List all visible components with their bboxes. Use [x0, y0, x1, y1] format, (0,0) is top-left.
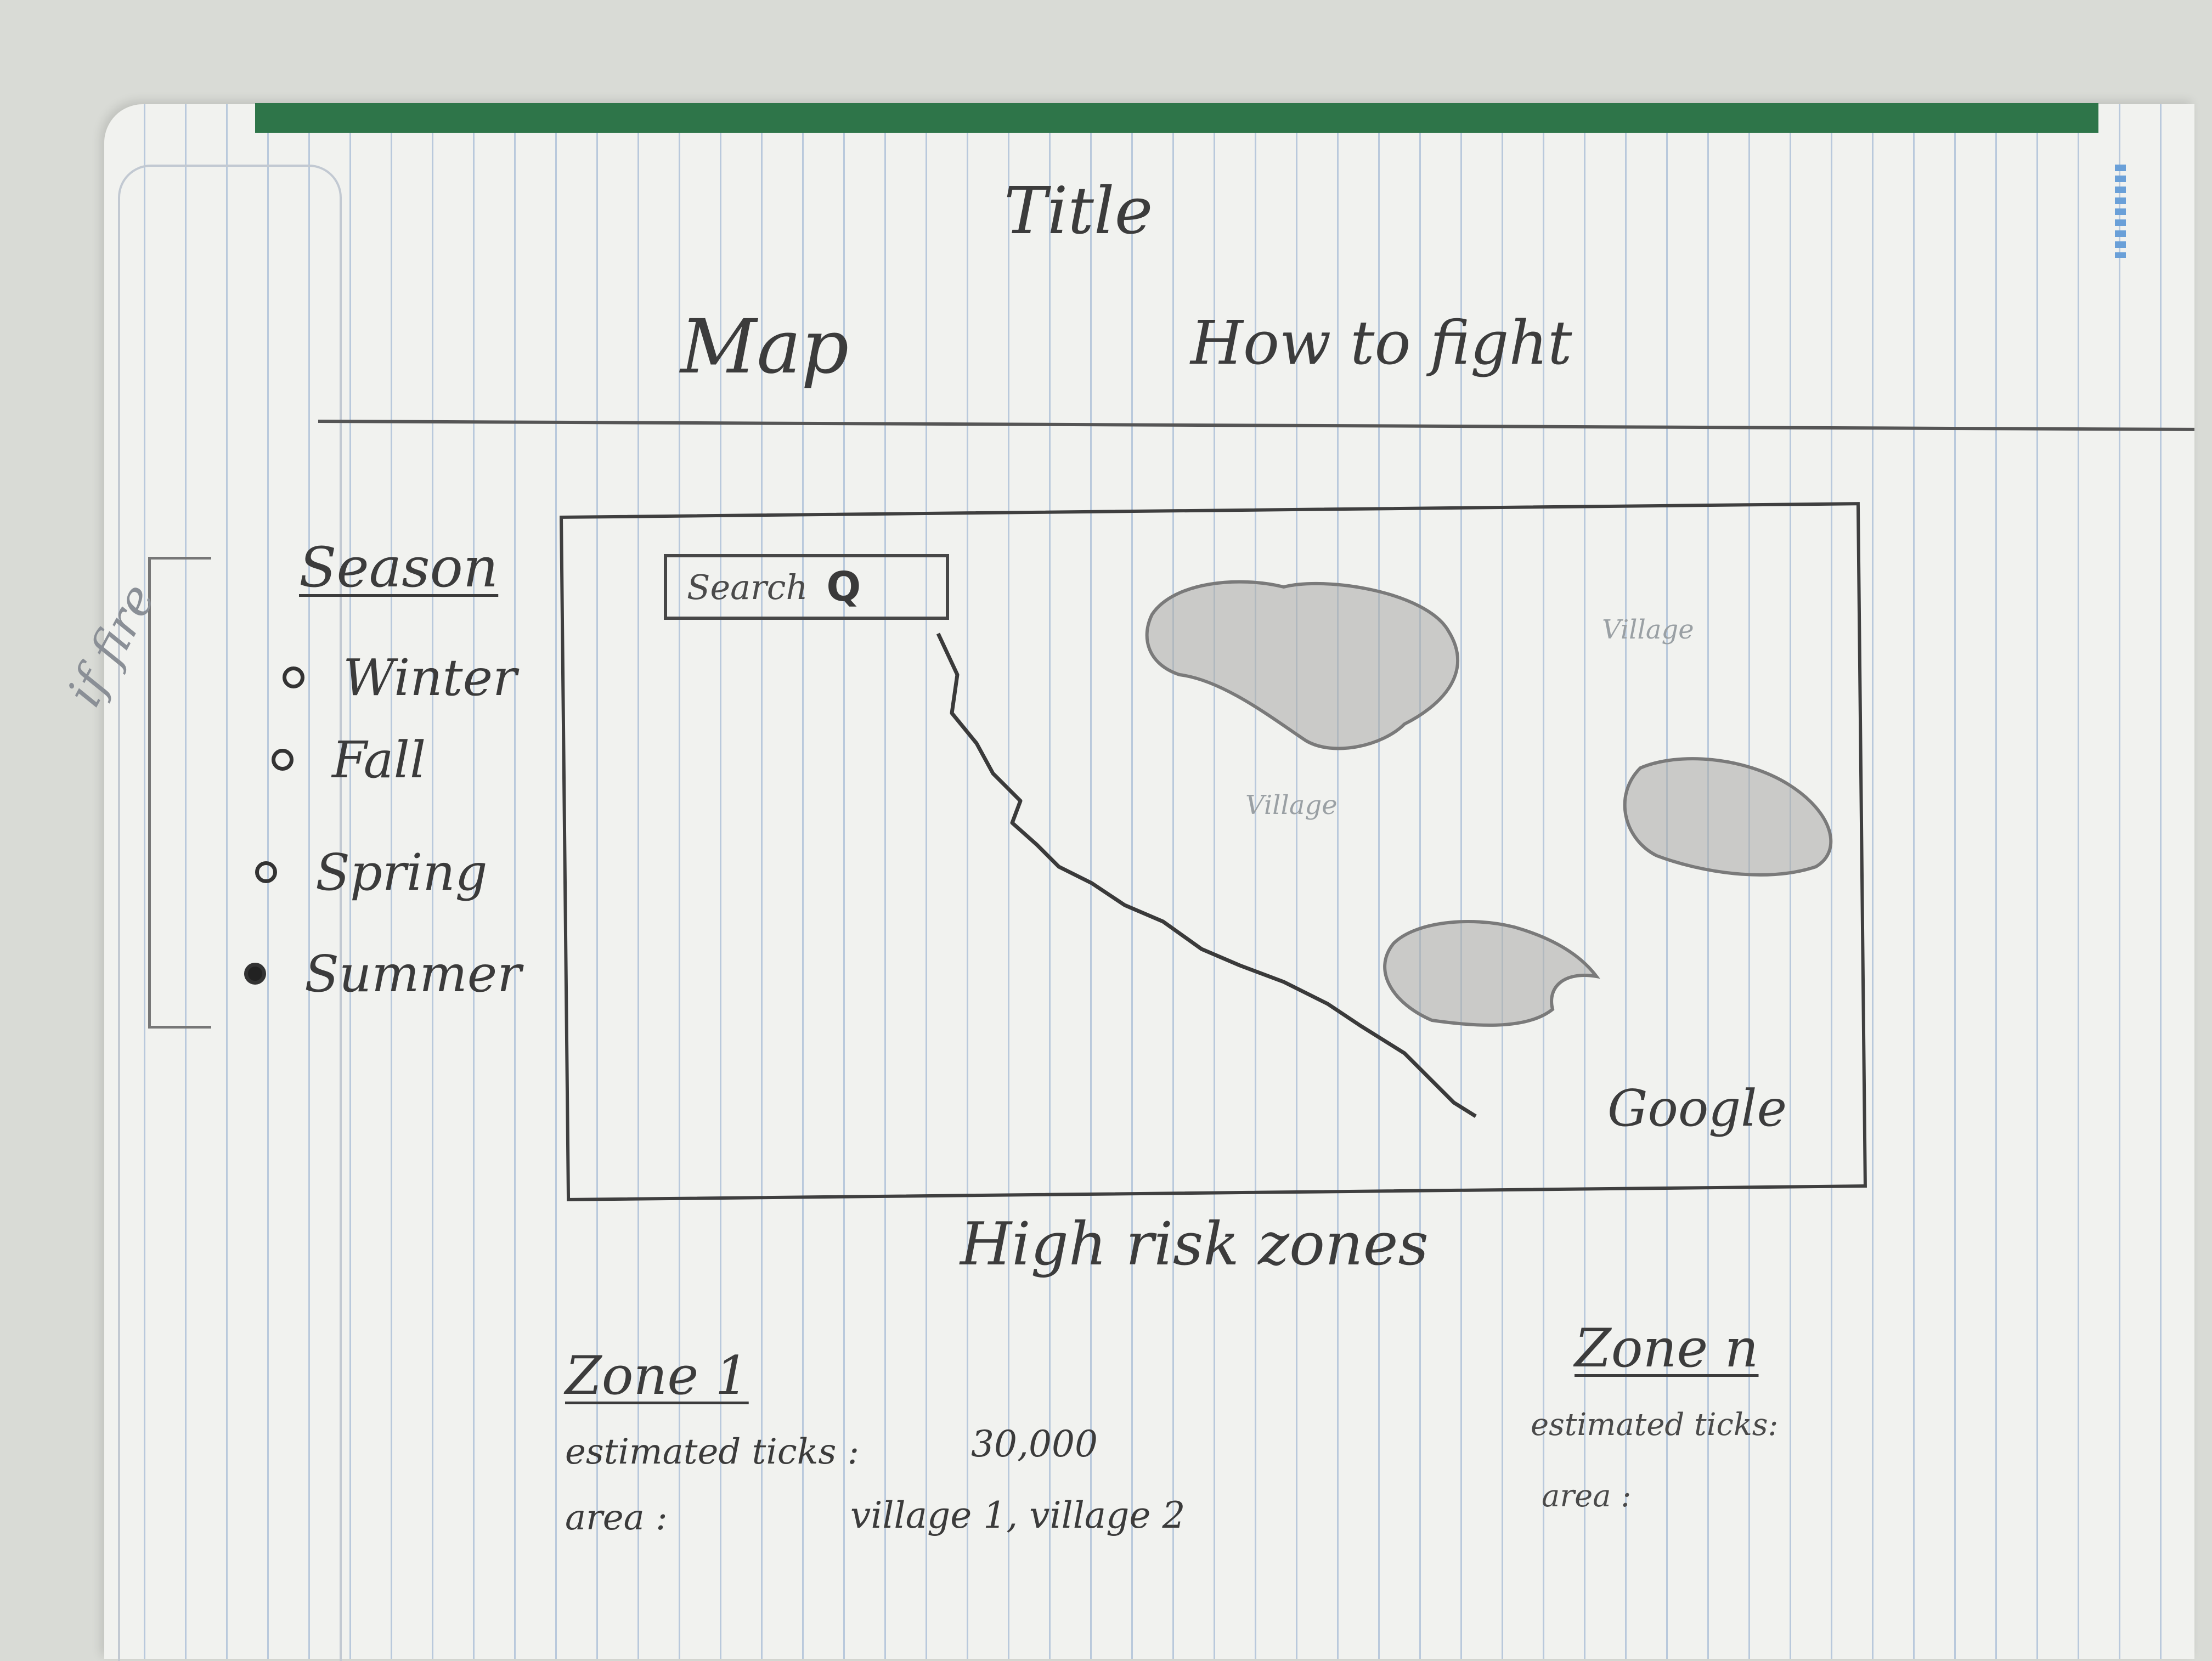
map-search-box[interactable]: Search Q [664, 554, 949, 620]
risk-zone-area-3[interactable] [1383, 920, 1600, 1027]
high-risk-zones-heading: High risk zones [960, 1210, 1429, 1279]
season-option-label: Fall [332, 730, 426, 789]
season-option-summer[interactable]: Summer [244, 944, 521, 1004]
page-spine [118, 165, 342, 1661]
zone-1-area-label: area : [565, 1498, 668, 1538]
risk-zone-area-2[interactable] [1623, 757, 1833, 877]
zone-n-area-label: area : [1542, 1478, 1632, 1514]
radio-button-selected[interactable] [244, 963, 266, 985]
risk-zone-area-1[interactable] [1145, 580, 1460, 750]
season-option-fall[interactable]: Fall [272, 730, 426, 790]
season-option-label: Spring [315, 843, 488, 902]
zone-1-area-value: village 1, village 2 [850, 1494, 1186, 1536]
radio-button[interactable] [255, 861, 277, 883]
search-icon[interactable]: Q [826, 563, 861, 611]
zone-n-ticks-label: estimated ticks: [1531, 1407, 1779, 1443]
zone-1-ticks-value: 30,000 [971, 1423, 1098, 1465]
radio-button[interactable] [272, 749, 294, 771]
search-label: Search [687, 567, 808, 607]
paper-brand-mark [2115, 165, 2126, 258]
radio-button[interactable] [283, 666, 304, 688]
season-heading: Season [299, 535, 499, 600]
tab-how-to-fight[interactable]: How to fight [1190, 308, 1572, 378]
season-option-winter[interactable]: Winter [283, 647, 517, 708]
map-village-label: Village [1245, 790, 1338, 821]
season-option-label: Summer [304, 944, 522, 1003]
season-option-spring[interactable]: Spring [255, 842, 487, 902]
map-river-line [936, 632, 1477, 1118]
season-filter-bracket [148, 557, 211, 1029]
map-provider-attribution: Google [1607, 1079, 1787, 1138]
zone-1-title: Zone 1 [565, 1345, 749, 1406]
season-option-label: Winter [343, 648, 517, 707]
notepad-top-strip [255, 103, 2098, 133]
tab-map[interactable]: Map [680, 304, 849, 391]
notepad-sheet [104, 104, 2194, 1659]
page-title: Title [1004, 173, 1153, 248]
zone-n-title: Zone n [1575, 1318, 1759, 1379]
map-village-label: Village [1602, 614, 1694, 645]
zone-1-ticks-label: estimated ticks : [565, 1432, 860, 1472]
